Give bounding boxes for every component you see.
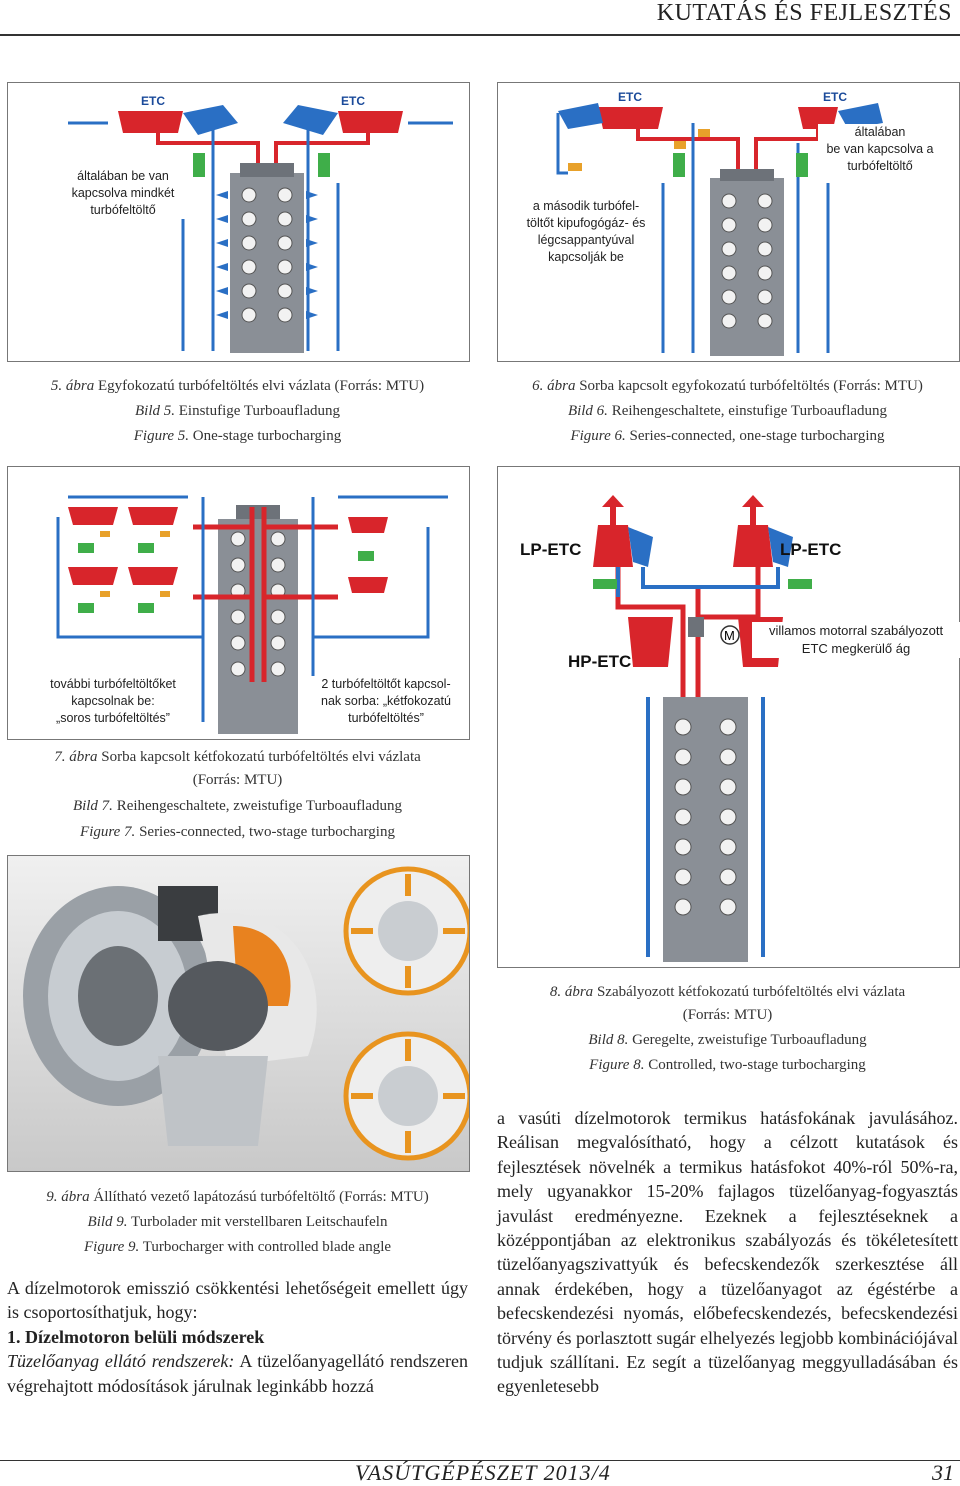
- lp-etc-right-label: LP-ETC: [780, 540, 841, 559]
- hp-etc-label: HP-ETC: [568, 652, 631, 671]
- etc-left-label: ETC: [618, 90, 642, 104]
- page-number: 31: [932, 1460, 954, 1485]
- etc-right-label: ETC: [823, 90, 847, 104]
- fig7-note-right: 2 turbófeltöltőt kapcsol-nak sorba: „két…: [310, 676, 462, 727]
- footer-journal: VASÚTGÉPÉSZET 2013/4: [355, 1460, 611, 1485]
- figure-5-caption: 5. ábra Egyfokozatú turbófeltöltés elvi …: [50, 378, 425, 444]
- figure-9-caption: 9. ábra Állítható vezető lapátozású turb…: [46, 1189, 429, 1255]
- header-rule: [0, 34, 960, 36]
- body-text-right: a vasúti dízelmotorok termikus hatásfoká…: [497, 1108, 958, 1397]
- paragraph-intro: A dízelmotorok emisszió csökkentési lehe…: [7, 1278, 468, 1323]
- footer-rule: [0, 1460, 960, 1461]
- etc-left-label: ETC: [141, 94, 165, 108]
- fig6-note-left: a második turbófel-töltőt kipufogógáz- é…: [520, 198, 652, 266]
- figure-6-caption: 6. ábra Sorba kapcsolt egyfokozatú turbó…: [532, 378, 923, 444]
- figure-8-caption: 8. ábra Szabályozott kétfokozatú turbófe…: [549, 984, 906, 1073]
- motor-label: M: [724, 628, 735, 643]
- page-header: KUTATÁS ÉS FEJLESZTÉS: [656, 0, 952, 26]
- etc-right-label: ETC: [341, 94, 365, 108]
- body-text-left: A dízelmotorok emisszió csökkentési lehe…: [7, 1278, 469, 1396]
- section-heading: 1. Dízelmotoron belüli módszerek: [7, 1326, 265, 1347]
- lp-etc-left-label: LP-ETC: [520, 540, 581, 559]
- italic-lead: Tüzelőanyag ellátó rendszerek:: [7, 1351, 235, 1372]
- figure-9-photo: [7, 855, 470, 1172]
- figure-7-caption: 7. ábra Sorba kapcsolt kétfokozatú turbó…: [54, 749, 421, 840]
- figure-8-diagram: LP-ETC LP-ETC HP-ETC M: [497, 466, 960, 968]
- figure-5-diagram: ETC ETC: [7, 82, 470, 362]
